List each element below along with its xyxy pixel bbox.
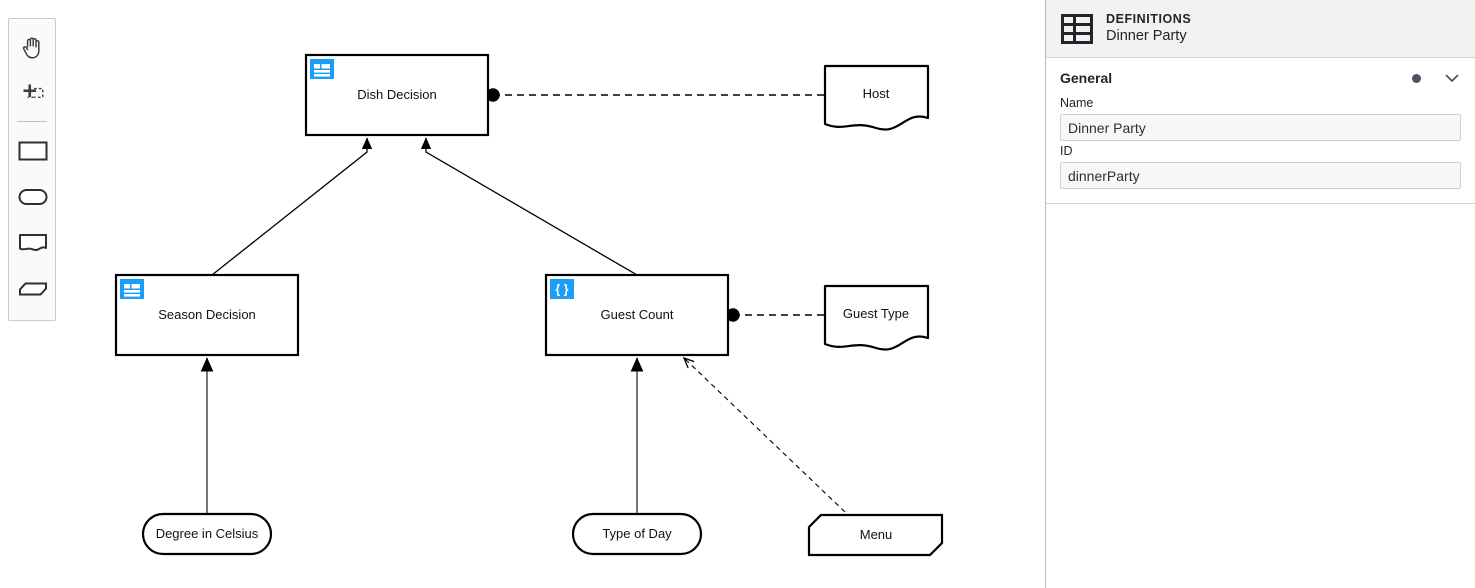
node-label: Dish Decision xyxy=(357,87,436,102)
decision-shape[interactable] xyxy=(9,128,57,174)
node-label: Host xyxy=(863,86,890,101)
field-name: Name xyxy=(1046,93,1475,141)
chevron-down-icon[interactable] xyxy=(1443,69,1461,87)
business-knowledge-model-icon xyxy=(19,282,47,296)
properties-empty-area xyxy=(1046,204,1475,588)
general-group: General Name ID xyxy=(1046,58,1475,204)
hand-icon xyxy=(22,37,40,59)
name-input[interactable] xyxy=(1060,114,1461,141)
edge-season-to-dish[interactable] xyxy=(211,137,373,276)
properties-header: DEFINITIONS Dinner Party xyxy=(1046,0,1475,58)
field-name-label: Name xyxy=(1060,96,1094,110)
properties-kind: DEFINITIONS xyxy=(1106,11,1192,26)
node-guest-count[interactable]: { } Guest Count xyxy=(544,273,730,357)
node-menu[interactable]: Menu xyxy=(807,513,944,557)
node-type-of-day[interactable]: Type of Day xyxy=(571,512,703,556)
input-data-icon xyxy=(18,189,48,205)
decision-table-icon xyxy=(310,59,334,79)
lasso-tool[interactable] xyxy=(9,71,57,117)
node-host[interactable]: Host xyxy=(823,64,930,131)
node-layer: Dish Decision Season Decision xyxy=(114,53,944,557)
node-label: Guest Type xyxy=(843,306,909,321)
shape-palette[interactable] xyxy=(8,18,56,321)
general-group-title: General xyxy=(1060,70,1113,86)
edge-menu-to-guestcount[interactable] xyxy=(682,356,846,513)
field-id: ID xyxy=(1046,141,1475,189)
knowledge-source-shape[interactable] xyxy=(9,220,57,266)
node-guest-type[interactable]: Guest Type xyxy=(823,284,930,351)
lasso-select-icon xyxy=(23,84,44,98)
diagram-canvas[interactable]: Dish Decision Season Decision xyxy=(0,0,1045,588)
decision-icon xyxy=(18,141,48,161)
properties-panel: DEFINITIONS Dinner Party General Name ID xyxy=(1045,0,1475,588)
decision-table-icon xyxy=(120,279,144,299)
input-data-shape[interactable] xyxy=(9,174,57,220)
knowledge-source-icon xyxy=(19,234,47,251)
field-id-label: ID xyxy=(1060,144,1073,158)
node-label: Guest Count xyxy=(601,307,674,322)
svg-text:{ }: { } xyxy=(555,283,568,297)
node-label: Season Decision xyxy=(158,307,256,322)
id-input[interactable] xyxy=(1060,162,1461,189)
node-season-decision[interactable]: Season Decision xyxy=(114,273,300,357)
node-label: Type of Day xyxy=(602,526,672,541)
literal-expression-icon: { } xyxy=(550,279,574,299)
palette-separator xyxy=(17,121,47,122)
properties-name: Dinner Party xyxy=(1106,28,1187,45)
group-status-dot[interactable] xyxy=(1412,73,1421,83)
hand-tool[interactable] xyxy=(9,25,57,71)
node-degree-in-celsius[interactable]: Degree in Celsius xyxy=(141,512,273,556)
general-group-header[interactable]: General xyxy=(1046,58,1475,93)
business-knowledge-model-shape[interactable] xyxy=(9,266,57,312)
edge-guestcount-to-dish[interactable] xyxy=(420,137,638,276)
node-label: Menu xyxy=(860,527,893,542)
node-dish-decision[interactable]: Dish Decision xyxy=(304,53,490,137)
diagram-svg: Dish Decision Season Decision xyxy=(114,53,944,557)
node-label: Degree in Celsius xyxy=(156,526,259,541)
edge-layer xyxy=(200,88,846,514)
definitions-table-icon xyxy=(1061,13,1093,44)
